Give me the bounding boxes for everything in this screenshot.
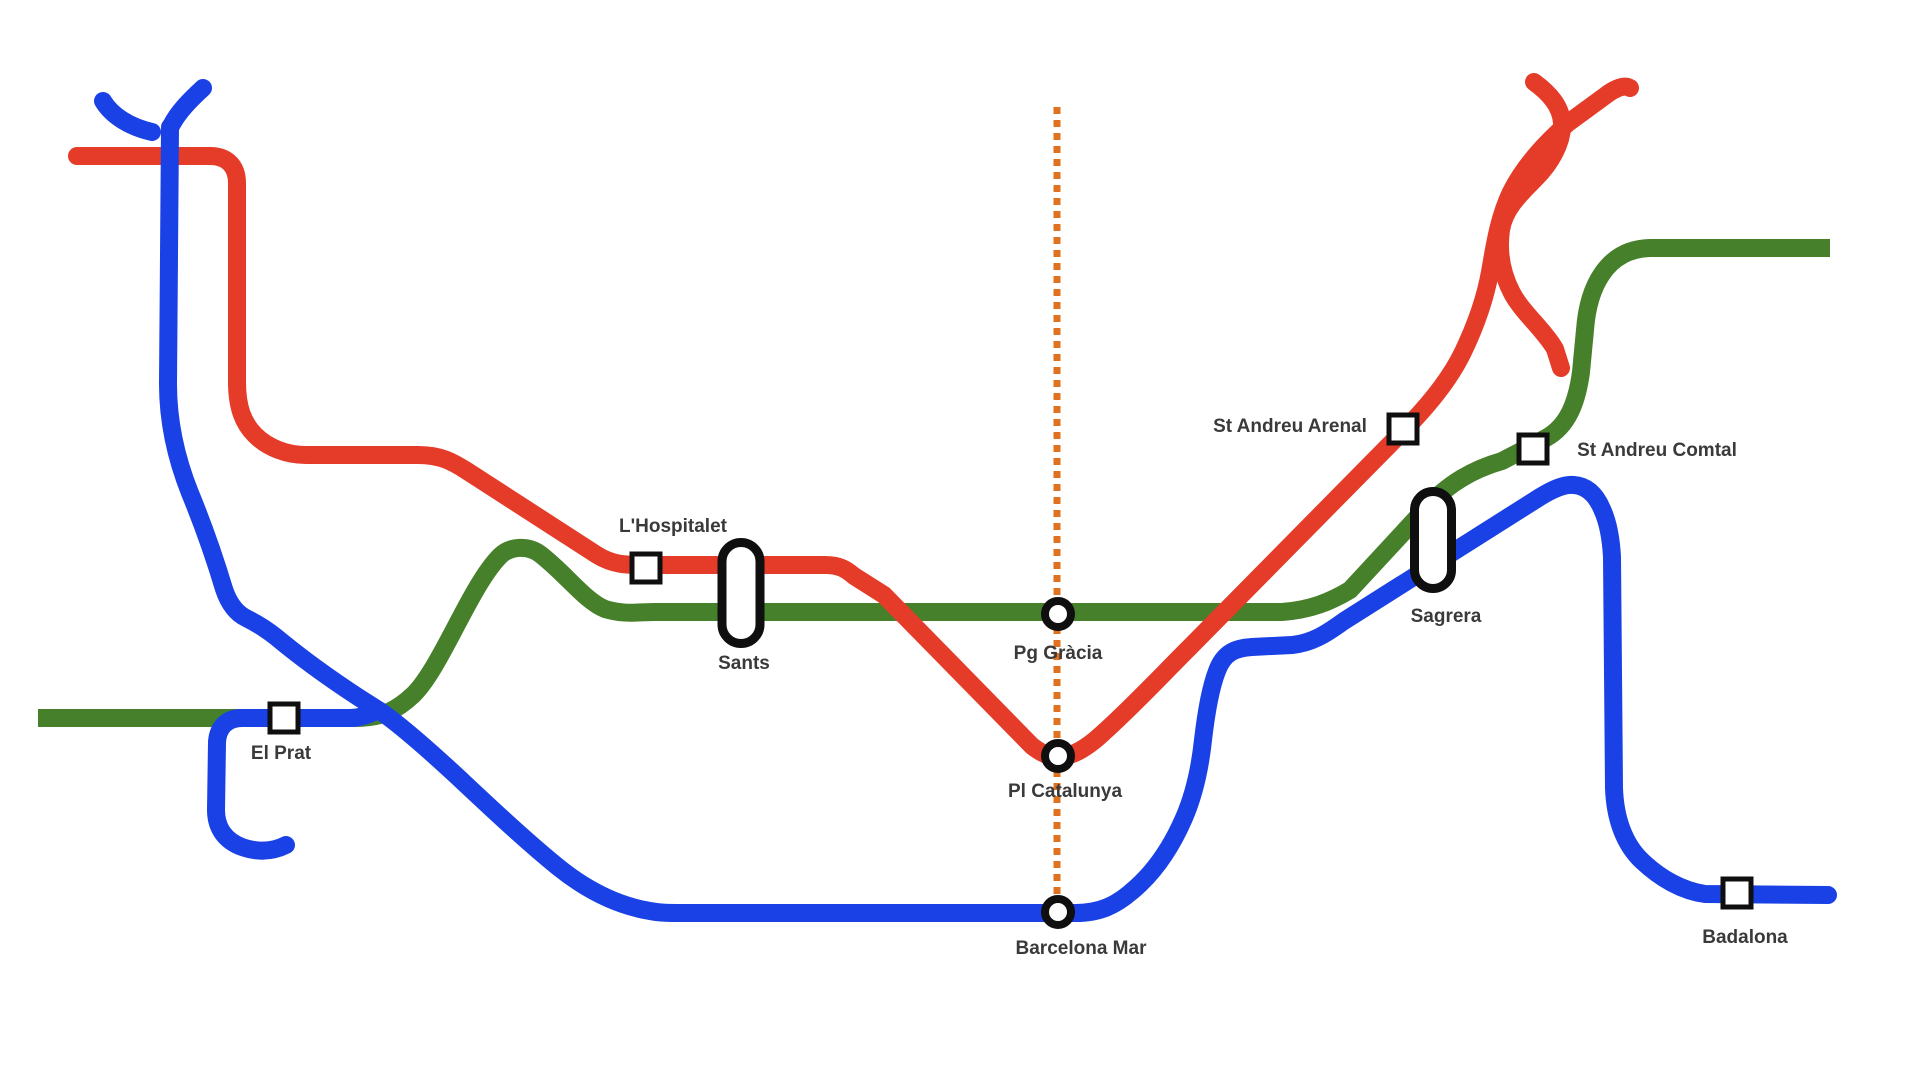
station-label-sants: Sants xyxy=(718,653,770,674)
station-marker-st-andreu-comtal xyxy=(1516,432,1550,466)
station-label-pg-gracia: Pg Gràcia xyxy=(1013,643,1103,664)
station-marker-barcelona-mar xyxy=(1041,895,1075,929)
station-marker-st-andreu-arenal xyxy=(1386,412,1420,446)
station-marker-sagrera xyxy=(1410,487,1456,593)
station-label-st-andreu-comtal: St Andreu Comtal xyxy=(1577,440,1737,461)
station-marker-badalona xyxy=(1720,876,1754,910)
station-marker-pl-catalunya xyxy=(1041,739,1075,773)
station-label-sagrera: Sagrera xyxy=(1410,606,1482,627)
station-label-el-prat: El Prat xyxy=(250,743,312,764)
station-marker-el-prat xyxy=(267,701,301,735)
station-label-st-andreu-arenal: St Andreu Arenal xyxy=(1213,416,1367,437)
station-marker-sants xyxy=(717,538,765,648)
blue-line-path xyxy=(159,118,1837,922)
station-label-barcelona-mar: Barcelona Mar xyxy=(1015,938,1147,959)
station-marker-l-hospitalet xyxy=(629,551,663,585)
station-marker-pg-gracia xyxy=(1041,597,1075,631)
station-label-pl-catalunya: Pl Catalunya xyxy=(1007,781,1123,802)
station-label-badalona: Badalona xyxy=(1702,927,1788,948)
blue-line-fork-left-path xyxy=(94,92,161,141)
station-label-l-hospitalet: L'Hospitalet xyxy=(619,516,727,537)
green-line-path xyxy=(38,239,1830,727)
blue-line-airport-branch-path xyxy=(207,702,385,860)
